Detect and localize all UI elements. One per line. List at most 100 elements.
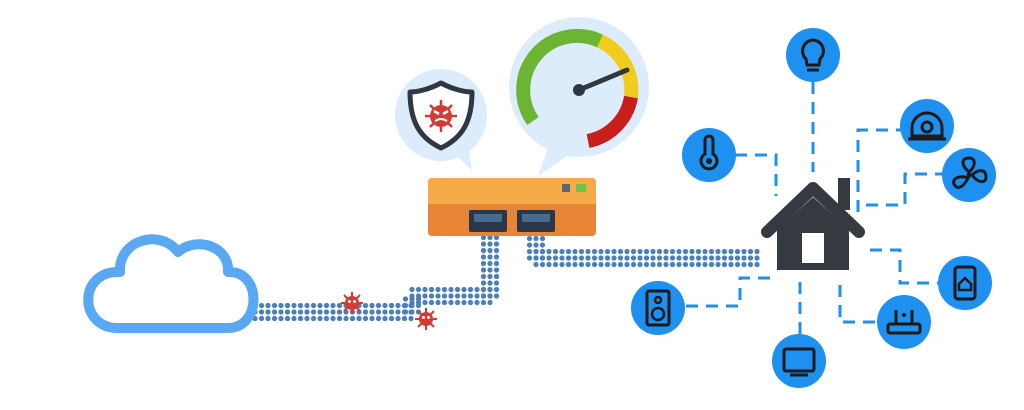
connector-dot xyxy=(402,302,409,309)
connector-dot xyxy=(278,302,284,309)
connector-dot xyxy=(663,261,669,268)
virus-icon xyxy=(341,292,363,314)
connector-dot xyxy=(565,261,572,268)
connector-dot xyxy=(435,293,441,299)
connector-dot xyxy=(650,255,656,261)
connector-dot xyxy=(747,248,754,255)
connector-dot xyxy=(317,302,323,309)
thermometer-icon xyxy=(682,128,736,182)
connector-dot xyxy=(676,248,682,255)
connector-dot xyxy=(526,235,533,242)
smart-camera-icon xyxy=(900,99,954,153)
connector-dot xyxy=(487,299,493,306)
connector-dot xyxy=(454,293,461,299)
connector-dot xyxy=(310,302,317,309)
connector-dot xyxy=(702,261,708,268)
connector-dot xyxy=(533,261,539,268)
connector-dot xyxy=(604,255,611,261)
connector-dot xyxy=(304,309,310,315)
connector-dot xyxy=(539,255,546,261)
connector-dot xyxy=(467,293,474,299)
connector-dot xyxy=(382,302,388,309)
connector-dot xyxy=(604,261,611,268)
connector-dot xyxy=(487,254,493,260)
connector-dot xyxy=(258,315,265,322)
connector-dot xyxy=(708,255,715,261)
connector-dot xyxy=(480,247,487,254)
connector-dot xyxy=(695,261,702,268)
connector-dot xyxy=(402,296,409,302)
cloud-icon xyxy=(83,234,259,333)
connector-dot xyxy=(480,286,487,293)
connector-dot xyxy=(493,241,500,247)
connector-dot xyxy=(265,302,271,309)
connector-dot xyxy=(422,293,428,299)
connector-dot xyxy=(533,248,539,255)
connector-dot xyxy=(480,241,487,247)
connector-dot xyxy=(409,293,415,299)
connector-dot xyxy=(448,286,454,293)
connector-dot xyxy=(362,302,369,309)
virus-icon xyxy=(415,308,437,330)
connector-dot xyxy=(493,273,500,280)
connector-dot xyxy=(409,299,415,306)
connector-dot xyxy=(336,315,343,322)
connector-dot xyxy=(728,255,734,261)
connector-dot xyxy=(630,261,637,268)
connector-dot xyxy=(461,286,467,293)
connector-dot xyxy=(271,315,278,322)
connector-dot xyxy=(533,242,539,248)
speaker-icon xyxy=(631,281,685,335)
connector-dot xyxy=(617,248,624,255)
connector-dot xyxy=(422,299,428,306)
connector-dot xyxy=(663,248,669,255)
connector-dot xyxy=(637,248,643,255)
connector-dot xyxy=(585,255,591,261)
connector-dot xyxy=(448,299,454,306)
tablet-home-icon xyxy=(938,256,992,310)
connector-dot xyxy=(454,299,461,306)
device-links xyxy=(682,82,944,340)
connector-dot xyxy=(388,315,395,322)
connector-dot xyxy=(278,315,284,322)
connector-dot xyxy=(578,248,585,255)
connector-dot xyxy=(304,315,310,322)
connector-dot xyxy=(487,247,493,254)
connector-dot xyxy=(747,261,754,268)
connector-dot xyxy=(721,255,728,261)
connector-dot xyxy=(310,315,317,322)
connector-dot xyxy=(375,309,382,315)
fan-icon xyxy=(942,148,996,202)
connector-dot xyxy=(330,309,336,315)
connector-dot xyxy=(539,248,546,255)
connector-dot xyxy=(604,248,611,255)
connector-dot xyxy=(480,280,487,286)
connector-dot xyxy=(591,248,598,255)
connector-dot xyxy=(682,261,689,268)
connector-dot xyxy=(454,286,461,293)
connector-dot xyxy=(741,261,747,268)
connector-dot xyxy=(297,315,304,322)
connector-dot xyxy=(493,280,500,286)
connector-dot xyxy=(487,286,493,293)
connector-dot xyxy=(415,293,422,299)
connector-dot xyxy=(271,309,278,315)
connector-dot xyxy=(480,267,487,273)
house-icon xyxy=(761,178,865,270)
connector-dot xyxy=(656,261,663,268)
connector-dot xyxy=(559,255,565,261)
connector-dot xyxy=(435,299,441,306)
connector-dot xyxy=(650,261,656,268)
connector-dot xyxy=(388,302,395,309)
connector-dot xyxy=(572,261,578,268)
connector-dot xyxy=(715,261,721,268)
connector-dot xyxy=(493,234,500,241)
connector-dot xyxy=(382,315,388,322)
speed-bubble xyxy=(509,17,649,176)
connector-dot xyxy=(741,255,747,261)
connector-dot xyxy=(578,255,585,261)
connector-dot xyxy=(480,273,487,280)
connector-dot xyxy=(480,299,487,306)
router-icon xyxy=(428,178,596,236)
